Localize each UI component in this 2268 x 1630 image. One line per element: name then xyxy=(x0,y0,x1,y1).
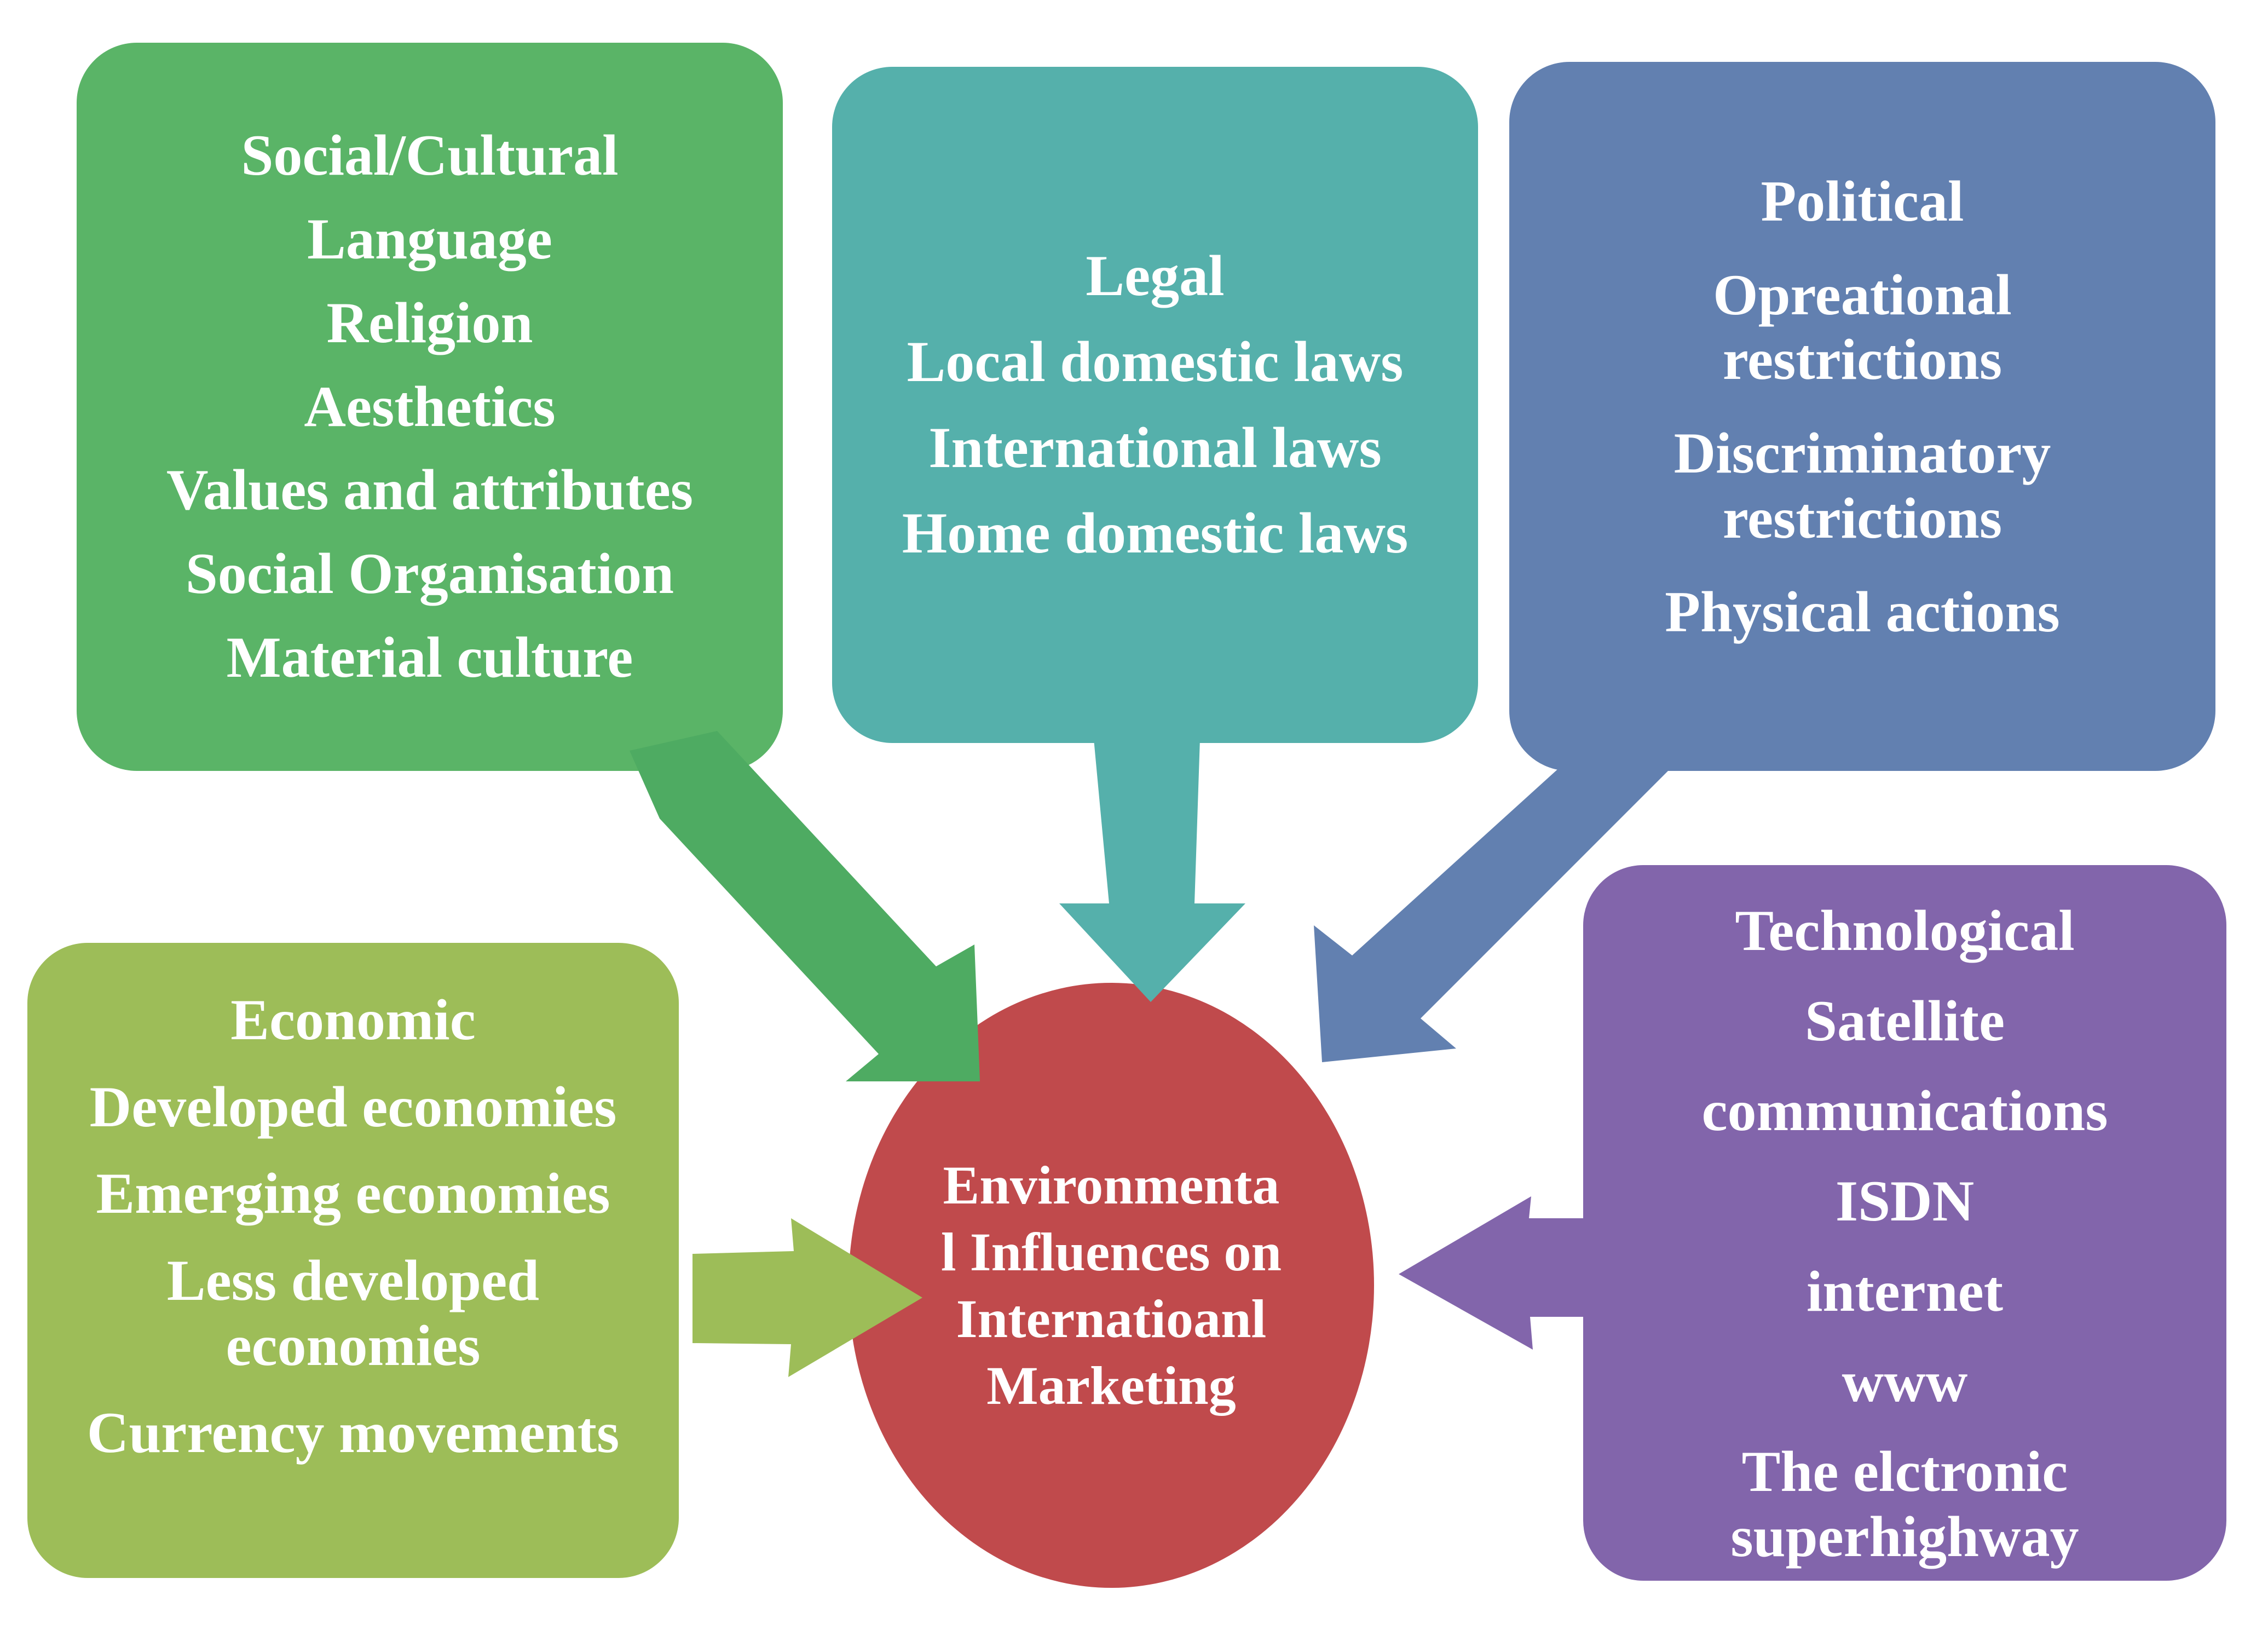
node-political-item-1: Discriminatory restrictions xyxy=(1673,421,2051,550)
node-political[interactable]: Political Opreational restrictions Discr… xyxy=(1509,62,2215,771)
node-social-cultural-item-1: Religion xyxy=(326,290,533,355)
node-technological-item-5: The elctronic superhighway xyxy=(1730,1439,2079,1569)
node-economic[interactable]: Economic Developed economies Emerging ec… xyxy=(27,943,679,1578)
node-legal[interactable]: Legal Local domestic laws International … xyxy=(832,67,1478,743)
node-political-item-2: Physical actions xyxy=(1665,579,2060,644)
node-social-cultural-title: Social/Cultural xyxy=(241,123,619,188)
node-social-cultural[interactable]: Social/Cultural Language Religion Aesthe… xyxy=(77,43,783,771)
node-technological-item-0: Satellite xyxy=(1805,988,2005,1053)
node-technological-item-3: internet xyxy=(1806,1259,2004,1323)
node-economic-item-1: Emerging economies xyxy=(96,1161,610,1226)
node-technological-item-1: communications xyxy=(1701,1079,2108,1143)
node-social-cultural-item-4: Social Organisation xyxy=(185,542,674,606)
node-technological[interactable]: Technological Satellite communications I… xyxy=(1583,865,2226,1581)
center-node-label: Environmenta l Influences on Internatioa… xyxy=(940,1154,1282,1416)
arrow-technological-to-center-icon xyxy=(1399,1185,1626,1366)
node-social-cultural-item-2: Aesthetics xyxy=(304,374,556,439)
arrow-economic-to-center-icon xyxy=(692,1207,922,1388)
arrow-political-to-center-icon xyxy=(1281,745,1675,1068)
node-technological-title: Technological xyxy=(1735,898,2075,963)
node-social-cultural-item-5: Material culture xyxy=(226,625,633,689)
node-technological-item-2: ISDN xyxy=(1835,1169,1975,1234)
node-legal-item-2: Home domestic laws xyxy=(902,501,1409,566)
node-political-title: Political xyxy=(1761,169,1964,233)
arrow-social-to-center-icon xyxy=(630,731,1024,1081)
node-social-cultural-item-0: Language xyxy=(307,207,552,272)
node-economic-item-3: Currency movements xyxy=(86,1400,620,1465)
node-center-environmental-influences[interactable]: Environmenta l Influences on Internatioa… xyxy=(849,983,1374,1588)
node-social-cultural-item-3: Values and attributes xyxy=(166,458,694,522)
node-political-item-0: Opreational restrictions xyxy=(1713,262,2012,392)
node-economic-item-2: Less developed economies xyxy=(166,1248,540,1378)
node-economic-item-0: Developed economies xyxy=(89,1074,617,1139)
node-legal-item-0: Local domestic laws xyxy=(907,329,1404,394)
node-economic-title: Economic xyxy=(230,988,476,1052)
node-legal-item-1: International laws xyxy=(928,415,1382,480)
node-legal-title: Legal xyxy=(1086,244,1225,308)
node-technological-item-4: www xyxy=(1842,1349,1968,1414)
arrow-legal-to-center-icon xyxy=(1057,739,1248,1013)
